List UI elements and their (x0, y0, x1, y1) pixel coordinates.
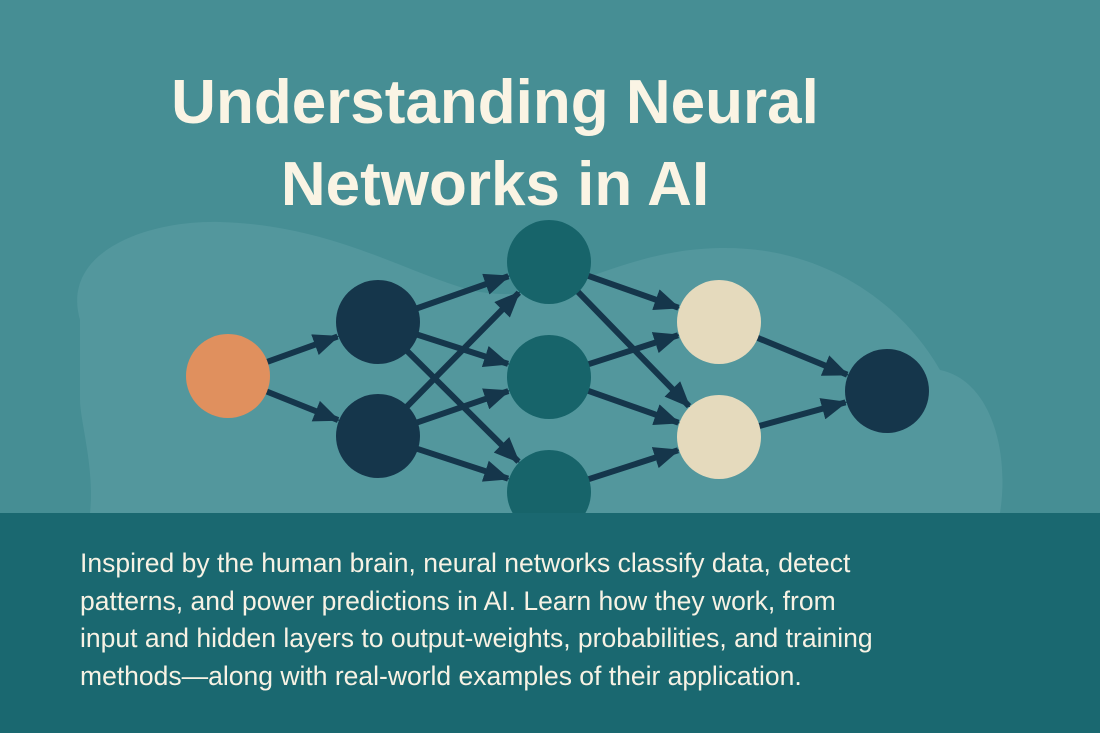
hidden-2-node (507, 220, 591, 304)
connection-arrow (585, 387, 681, 426)
connection-arrow (264, 388, 340, 423)
connection-arrow (264, 333, 340, 366)
hidden-1-node (336, 280, 420, 364)
connection-arrow (586, 332, 680, 368)
page-title: Understanding Neural Networks in AI (0, 62, 990, 226)
connection-arrow (756, 398, 848, 430)
hidden-3-node (677, 280, 761, 364)
description-line-3: input and hidden layers to output-weight… (80, 623, 873, 653)
title-line-2: Networks in AI (280, 150, 710, 219)
description-text: Inspired by the human brain, neural netw… (80, 545, 1090, 695)
description-line-1: Inspired by the human brain, neural netw… (80, 548, 851, 578)
description-line-4: methods—along with real-world examples o… (80, 660, 802, 691)
input-node (186, 334, 270, 418)
connection-arrow (414, 273, 511, 312)
edges-group (264, 272, 850, 483)
connection-arrow (403, 290, 521, 410)
description-line-2: patterns, and power predictions in AI. L… (80, 585, 836, 616)
output-node (845, 349, 929, 433)
title-line-1: Understanding Neural (171, 68, 819, 137)
hidden-1-node (336, 394, 420, 478)
connection-arrow (415, 445, 511, 482)
hidden-2-node (507, 335, 591, 419)
connection-arrow (586, 447, 680, 483)
connection-arrow (414, 388, 511, 426)
description-band (0, 513, 1100, 733)
connection-arrow (754, 334, 850, 378)
connection-arrow (585, 272, 681, 311)
hidden-3-node (677, 395, 761, 479)
